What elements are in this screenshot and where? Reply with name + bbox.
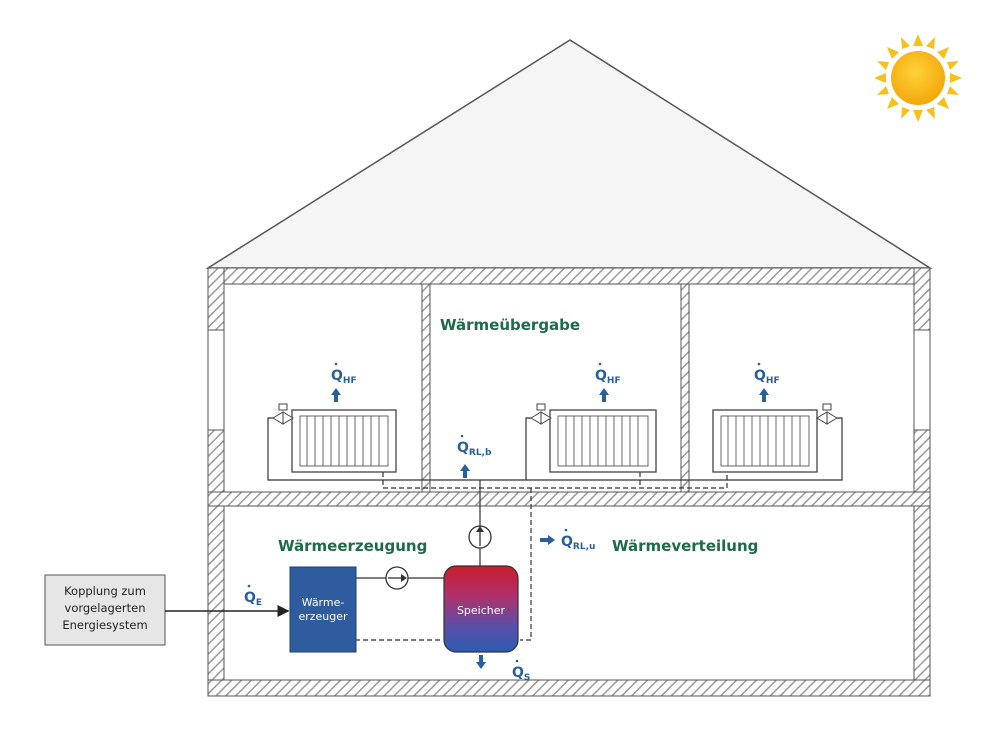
sun-icon xyxy=(874,34,962,122)
heat-flow-hf-1: QHF xyxy=(331,362,357,402)
valve-icon xyxy=(272,403,838,425)
svg-text:QHF: QHF xyxy=(331,368,357,386)
heat-flow-rl-b: QRL,b xyxy=(457,434,492,478)
radiator-3 xyxy=(712,409,818,473)
storage-tank xyxy=(443,565,519,653)
generator-line1: Wärme- xyxy=(302,596,345,609)
coupling-line3: Energiesystem xyxy=(62,618,147,632)
return-piping xyxy=(356,472,728,641)
coupling-line1: Kopplung zum xyxy=(64,584,146,598)
heat-flow-rl-u: QRL,u xyxy=(540,528,595,552)
heat-generator-box xyxy=(289,566,357,653)
svg-text:QS: QS xyxy=(512,665,530,683)
coupling-line2: vorgelagerten xyxy=(65,601,146,615)
house-walls xyxy=(207,267,931,697)
storage-label: Speicher xyxy=(457,604,506,617)
upper-piping xyxy=(267,417,843,481)
section-waermeverteilung: Wärmeverteilung xyxy=(612,537,758,555)
svg-text:QE: QE xyxy=(244,590,262,608)
window-left xyxy=(207,329,225,431)
pump-icon-riser xyxy=(468,525,492,549)
svg-text:QHF: QHF xyxy=(595,368,621,386)
heat-flow-hf-2: QHF xyxy=(595,362,621,402)
heat-flow-hf-3: QHF xyxy=(754,362,780,402)
radiator-1 xyxy=(291,409,397,473)
section-waermeerzeugung: Wärmeerzeugung xyxy=(278,537,427,555)
svg-text:QRL,u: QRL,u xyxy=(561,534,595,552)
heat-flow-s: QS xyxy=(476,655,530,683)
roof xyxy=(205,39,933,269)
coupling-box xyxy=(44,574,166,646)
svg-text:QRL,b: QRL,b xyxy=(457,440,492,458)
radiator-2 xyxy=(549,409,657,473)
section-waermeuebergabe: Wärmeübergabe xyxy=(440,316,580,334)
window-right xyxy=(913,329,931,431)
heat-flow-e: QE xyxy=(244,584,262,608)
generator-line2: erzeuger xyxy=(298,610,348,623)
svg-text:QHF: QHF xyxy=(754,368,780,386)
pump-icon-generator xyxy=(385,566,409,590)
